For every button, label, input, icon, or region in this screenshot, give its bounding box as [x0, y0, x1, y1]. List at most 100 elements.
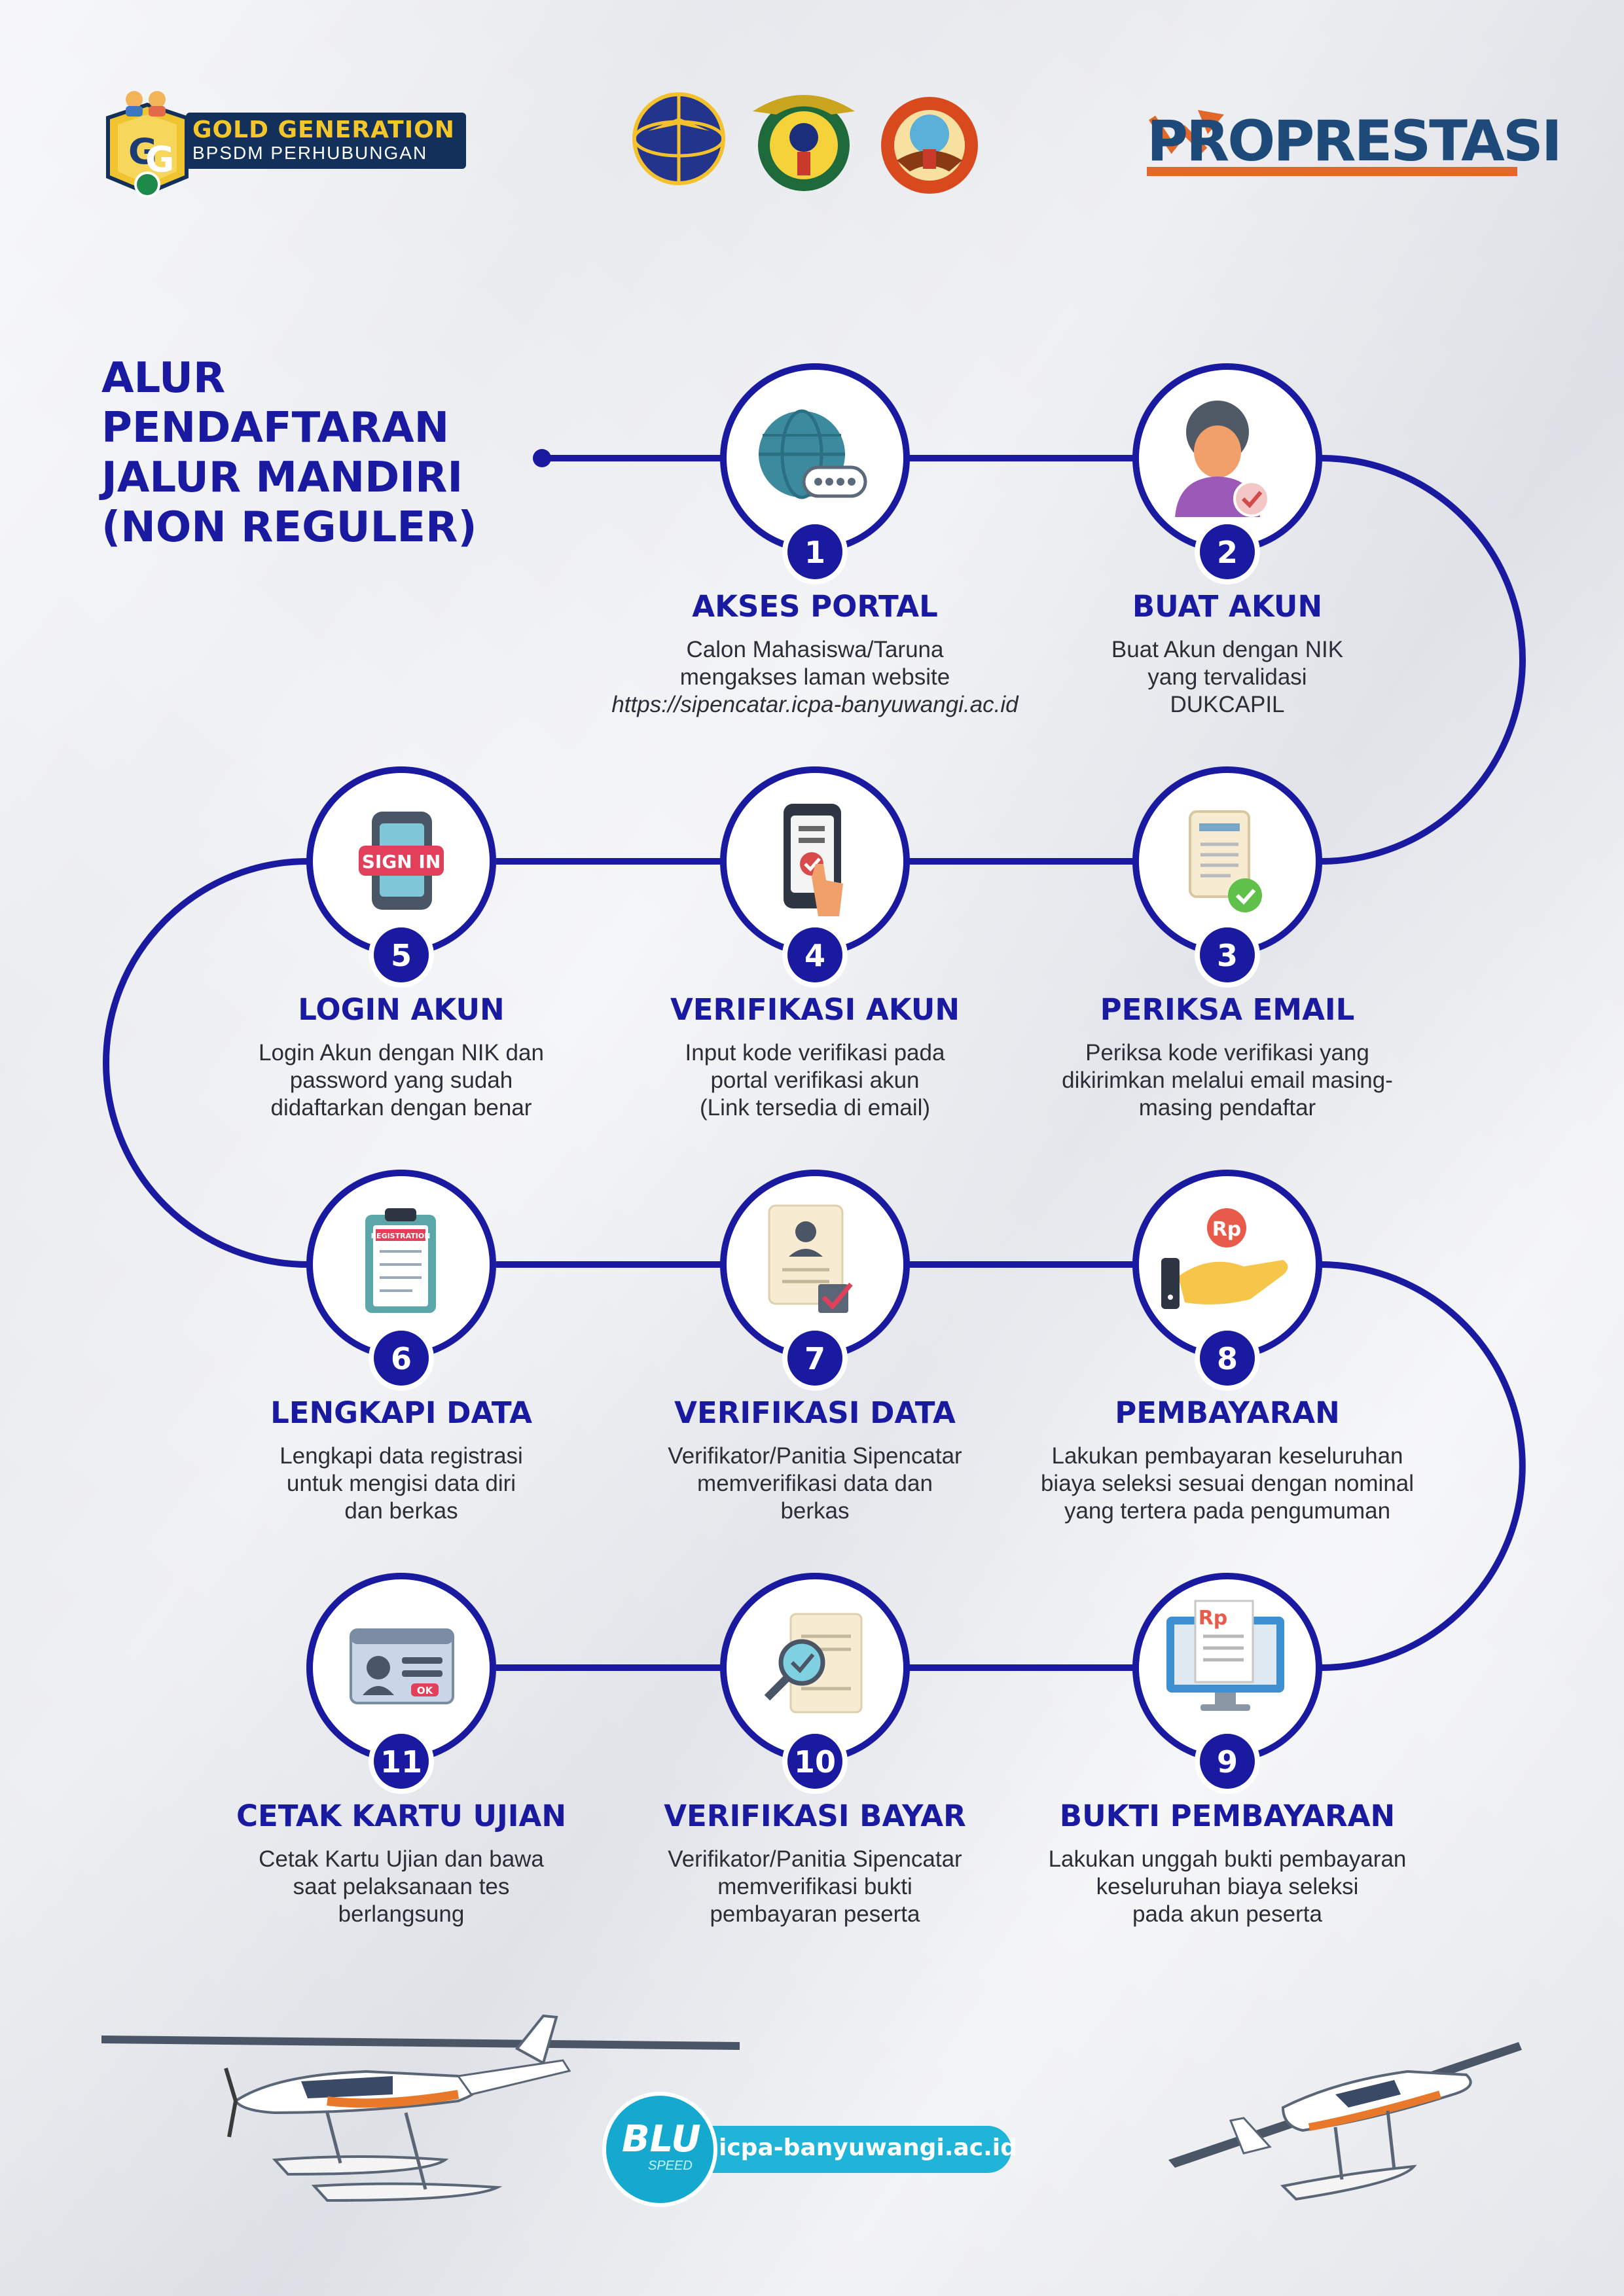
website-link[interactable]: https://sipencatar.icpa-banyuwangi.ac.id — [611, 692, 1019, 717]
step-number-badge — [782, 519, 848, 584]
document-check-icon — [1189, 810, 1262, 912]
step-number: 2 — [1217, 535, 1238, 570]
description-line: Periksa kode verifikasi yang — [1085, 1040, 1369, 1066]
description-line: Login Akun dengan NIK dan — [259, 1040, 544, 1066]
step-number: 6 — [391, 1341, 412, 1376]
description-line: Verifikator/Panitia Sipencatar — [668, 1846, 962, 1872]
description-line: didaftarkan dengan benar — [270, 1095, 532, 1121]
description-line: portal verifikasi akun — [710, 1067, 920, 1093]
globe-icon — [759, 409, 867, 499]
description-line: Cetak Kartu Ujian dan bawa — [259, 1846, 544, 1872]
magnifier-document-icon — [764, 1613, 863, 1713]
registration-label: REGISTRATION — [371, 1232, 431, 1240]
step-number-badge — [1195, 519, 1260, 584]
step-description: Login Akun dengan NIK dan password yang … — [172, 1039, 630, 1122]
title-line: ALUR — [101, 354, 226, 403]
profile-document-icon — [768, 1204, 853, 1313]
title-line: (NON REGULER) — [101, 503, 477, 552]
description-line: biaya seleksi sesuai dengan nominal — [1040, 1471, 1415, 1496]
step-description: Verifikator/Panitia Sipencatar memverifi… — [586, 1846, 1044, 1928]
description-line: berkas — [780, 1498, 850, 1524]
step-description: Verifikator/Panitia Sipencatar memverifi… — [586, 1443, 1044, 1525]
description-line: Lakukan unggah bukti pembayaran — [1048, 1846, 1407, 1872]
wings-emblem-logo — [753, 95, 855, 191]
step-title: BUAT AKUN — [1132, 589, 1323, 624]
step-number-badge — [1195, 922, 1260, 988]
sign-in-label: SIGN IN — [362, 851, 441, 872]
website-url[interactable]: icpa-banyuwangi.ac.id — [719, 2134, 1017, 2161]
proprestasi-text: PROPRESTASI — [1147, 109, 1562, 174]
step-title: VERIFIKASI DATA — [674, 1395, 956, 1430]
gold-generation-logo: G G — [106, 91, 466, 198]
step-description: Buat Akun dengan NIK yang tervalidasi DU… — [998, 636, 1456, 719]
description-line: (Link tersedia di email) — [699, 1095, 931, 1121]
description-line: dan berkas — [344, 1498, 458, 1524]
step-number: 8 — [1217, 1341, 1238, 1376]
step-title: CETAK KARTU UJIAN — [236, 1799, 567, 1833]
ok-label: OK — [417, 1685, 434, 1696]
step-title: LENGKAPI DATA — [270, 1395, 532, 1430]
description-line: Calon Mahasiswa/Taruna — [686, 637, 944, 662]
step-number: 9 — [1217, 1744, 1238, 1780]
step-number-badge — [782, 922, 848, 988]
step-number-badge — [782, 1729, 848, 1794]
description-line: berlangsung — [338, 1901, 465, 1927]
description-line: memverifikasi data dan — [697, 1471, 933, 1496]
description-line: untuk mengisi data diri — [286, 1471, 516, 1496]
step-number-badge — [369, 1729, 434, 1794]
title-line: JALUR MANDIRI — [101, 454, 463, 502]
step-number: 11 — [380, 1744, 422, 1780]
description-line: Verifikator/Panitia Sipencatar — [668, 1443, 962, 1469]
step-number-badge — [369, 922, 434, 988]
step-title: VERIFIKASI AKUN — [670, 992, 960, 1027]
flow-start-dot — [533, 449, 551, 467]
description-line: mengakses laman website — [679, 664, 950, 690]
description-line: saat pelaksanaan tes — [293, 1874, 510, 1899]
seaplane-left-image — [101, 2014, 740, 2202]
gold-generation-text: GOLD GENERATION — [192, 117, 455, 143]
rupiah-receipt-label: Rp — [1199, 1607, 1228, 1630]
id-card-icon: OK — [350, 1628, 454, 1704]
icpa-emblem-logo — [881, 97, 978, 194]
rupiah-coin-label: Rp — [1212, 1218, 1242, 1241]
description-line: memverifikasi bukti — [717, 1874, 912, 1899]
description-line: password yang sudah — [289, 1067, 513, 1093]
step-description: Lakukan unggah bukti pembayaran keseluru… — [998, 1846, 1456, 1928]
step-description: Lakukan pembayaran keseluruhan biaya sel… — [998, 1443, 1456, 1525]
registration-clipboard-icon: REGISTRATION — [365, 1208, 436, 1313]
step-description: Lengkapi data registrasi untuk mengisi d… — [172, 1443, 630, 1525]
seaplane-right-image — [1168, 2042, 1522, 2201]
step-number-badge — [369, 1325, 434, 1391]
description-line: yang tervalidasi — [1147, 664, 1307, 690]
footer-illustration — [101, 2014, 1522, 2207]
step-number: 4 — [804, 938, 825, 973]
description-line: Lengkapi data registrasi — [280, 1443, 523, 1469]
flow-connector — [103, 455, 1526, 1671]
sign-in-phone-icon: SIGN IN — [359, 812, 444, 910]
step-title: LOGIN AKUN — [298, 992, 505, 1027]
step-title: BUKTI PEMBAYARAN — [1059, 1799, 1396, 1833]
phone-verify-icon — [784, 804, 843, 916]
proprestasi-logo — [1147, 110, 1517, 176]
step-number-badge — [782, 1325, 848, 1391]
description-line: Input kode verifikasi pada — [685, 1040, 945, 1066]
description-line: pembayaran peserta — [710, 1901, 920, 1927]
website-pill[interactable] — [602, 2092, 1011, 2207]
blu-badge-text: BLU — [622, 2118, 701, 2161]
user-check-icon — [1175, 401, 1270, 517]
step-title: AKSES PORTAL — [692, 589, 938, 624]
hand-payment-icon: Rp — [1161, 1208, 1288, 1309]
step-description: Input kode verifikasi pada portal verifi… — [586, 1039, 1044, 1122]
step-number: 1 — [804, 535, 825, 570]
description-line: Lakukan pembayaran keseluruhan — [1051, 1443, 1403, 1469]
step-description: Cetak Kartu Ujian dan bawa saat pelaksan… — [172, 1846, 630, 1928]
description-line: dikirimkan melalui email masing- — [1062, 1067, 1393, 1093]
description-line: yang tertera pada pengumuman — [1064, 1498, 1391, 1524]
step-description: Periksa kode verifikasi yang dikirimkan … — [998, 1039, 1456, 1122]
step-number-badge — [1195, 1729, 1260, 1794]
step-description: Calon Mahasiswa/Taruna mengakses laman w… — [586, 636, 1044, 719]
step-title: PERIKSA EMAIL — [1100, 992, 1355, 1027]
page-title: ALUR PENDAFTARAN JALUR MANDIRI (NON REGU… — [101, 353, 477, 552]
description-line: keseluruhan biaya seleksi — [1096, 1874, 1359, 1899]
